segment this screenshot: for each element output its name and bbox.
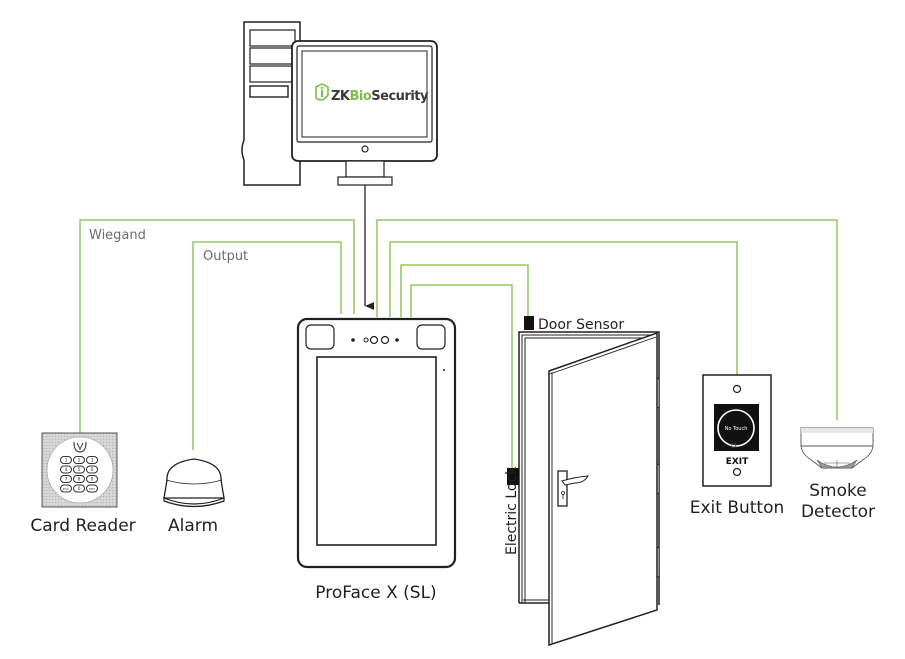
keypad-key-label: 2: [78, 458, 81, 464]
wire-exit-button: [389, 241, 738, 375]
keypad-key: [60, 456, 72, 464]
keypad-key-label: 9: [91, 477, 94, 483]
wire-smoke-detector: [376, 219, 838, 420]
keypad-key-label: 8: [78, 477, 81, 483]
keypad-key: [86, 456, 98, 464]
wire-electric-lock: [410, 284, 513, 470]
device-label: ProFace X (SL): [315, 583, 436, 603]
alarm-label: Alarm: [168, 516, 218, 536]
keypad-key-label: 1: [65, 458, 68, 464]
monitor-icon: [291, 40, 438, 186]
exit-button-label: Exit Button: [690, 498, 785, 518]
wire-door-sensor: [400, 264, 529, 317]
wire-output: [192, 241, 342, 450]
smoke-detector-icon: [730, 427, 874, 469]
keypad-key: [73, 456, 85, 464]
keypad-key-label: 0: [78, 486, 81, 492]
keypad-key: [86, 484, 98, 493]
keypad-key: [73, 475, 85, 483]
wire-wiegand: [79, 219, 355, 440]
exit-button-icon: No Touch EXIT: [702, 374, 772, 487]
computer-tower-icon: [241, 21, 301, 186]
electric-lock-label: Electric Lock: [504, 466, 520, 555]
card-reader-label: Card Reader: [30, 516, 135, 536]
keypad-key-label: ESC: [63, 487, 69, 491]
keypad-key-label: 4: [65, 467, 68, 473]
door-icon: [518, 331, 660, 647]
zkbiosecurity-logo: ZKBioSecurity: [315, 83, 430, 104]
keypad-key: [60, 484, 72, 493]
smoke-detector-label-line2: Detector: [801, 502, 875, 522]
keypad-key: [86, 465, 98, 474]
brand-suffix: Security: [371, 89, 429, 104]
keypad-key-label: 3: [91, 458, 94, 464]
door-sensor-block: [524, 316, 534, 330]
svg-text:ZKBioSecurity: ZKBioSecurity: [331, 89, 429, 104]
door-sensor-label: Door Sensor: [538, 317, 624, 333]
keypad-key: [73, 465, 85, 474]
keypad-key-label: 7: [65, 477, 68, 483]
keypad-key-label: 6: [91, 467, 94, 473]
brand-prefix: ZK: [331, 89, 351, 104]
brand-accent: Bio: [350, 89, 372, 104]
smoke-detector-label-line1: Smoke: [809, 481, 866, 501]
electric-lock-block: [507, 468, 519, 485]
wire-label-output: Output: [203, 249, 248, 264]
keypad-key: [73, 484, 85, 493]
exit-button-face-text: No Touch: [725, 426, 748, 432]
alarm-icon: [163, 458, 225, 508]
keypad-key-label: ENT: [89, 487, 95, 491]
keypad-key: [60, 475, 72, 483]
exit-button-exit-text: EXIT: [726, 457, 749, 467]
keypad-key: [86, 475, 98, 483]
wire-label-wiegand: Wiegand: [89, 228, 146, 243]
keypad-key: [60, 465, 72, 474]
proface-x-device: [296, 317, 457, 569]
keypad-key-label: 5: [78, 467, 81, 473]
